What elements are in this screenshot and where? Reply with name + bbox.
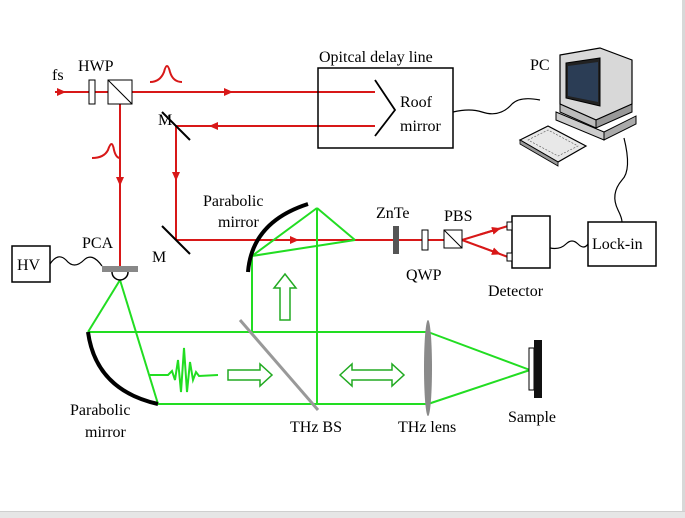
pbs-split-lower-arrow: [479, 245, 501, 255]
hwp-plate: [88, 79, 96, 105]
lockin-box: [587, 221, 657, 267]
hollow-arrow-icon: [227, 362, 274, 388]
pca-antenna: [102, 266, 138, 281]
thz-waveform-icon: [150, 347, 219, 393]
cables: [49, 98, 629, 267]
znte-crystal: [393, 226, 399, 254]
cable-hv-pca: [49, 256, 103, 267]
cable-pc-lockin: [614, 137, 629, 223]
label-pbs: PBS: [444, 208, 472, 225]
parabolic-mirror-bottom: [86, 331, 159, 406]
hollow-double-arrow-icon: [338, 362, 406, 388]
delay-line-box: [317, 67, 454, 149]
label-fs: fs: [52, 67, 64, 84]
label-parabolic-bottom-1: Parabolic: [70, 402, 130, 419]
label-parabolic-top-2: mirror: [218, 214, 260, 231]
label-thz-bs: THz BS: [290, 419, 342, 436]
hollow-up-arrow-icon: [272, 272, 298, 321]
cable-lockin-detector: [549, 240, 589, 250]
mirror-m-top: [161, 111, 191, 141]
label-roof-mirror-1: Roof: [400, 94, 433, 111]
label-delay-line: Opitcal delay line: [319, 49, 433, 66]
label-hwp: HWP: [78, 58, 114, 75]
detector-box: [511, 215, 551, 269]
label-pca: PCA: [82, 235, 114, 252]
pulse-icon-vertical: [91, 143, 121, 159]
label-parabolic-bottom-2: mirror: [85, 424, 127, 441]
label-m-bottom: M: [152, 249, 166, 266]
sample-holder: [528, 340, 542, 398]
window-right-edge: [682, 0, 685, 518]
mirror-m-bottom: [161, 225, 191, 255]
beamsplitter-cube-top: [107, 79, 133, 105]
parabolic-mirror-top: [246, 202, 309, 273]
pbs-split-upper-arrow: [479, 226, 501, 236]
label-qwp: QWP: [406, 267, 442, 284]
label-znte: ZnTe: [376, 205, 410, 222]
label-pc: PC: [530, 57, 550, 74]
qwp-plate: [421, 229, 429, 251]
label-m-top: M: [158, 112, 172, 129]
label-parabolic-top-1: Parabolic: [203, 193, 263, 210]
thz-beams: [87, 207, 531, 405]
labels: fs HWP Opitcal delay line Roof mirror PC…: [17, 49, 643, 441]
pulse-icon: [149, 65, 183, 83]
window-bottom-edge: [0, 511, 685, 518]
label-sample: Sample: [508, 409, 556, 426]
label-roof-mirror-2: mirror: [400, 118, 442, 135]
label-thz-lens: THz lens: [398, 419, 456, 436]
laser-beams: [55, 88, 509, 266]
computer-icon: [518, 47, 637, 167]
pbs-cube: [443, 229, 463, 249]
cable-delay-pc: [452, 98, 541, 115]
label-lockin: Lock-in: [592, 236, 643, 253]
roof-mirror-shape: [374, 79, 397, 137]
hv-box: [11, 245, 51, 283]
label-detector: Detector: [488, 283, 544, 300]
label-hv: HV: [17, 257, 41, 274]
thz-lens: [424, 320, 432, 416]
thz-beamsplitter: [238, 319, 320, 411]
